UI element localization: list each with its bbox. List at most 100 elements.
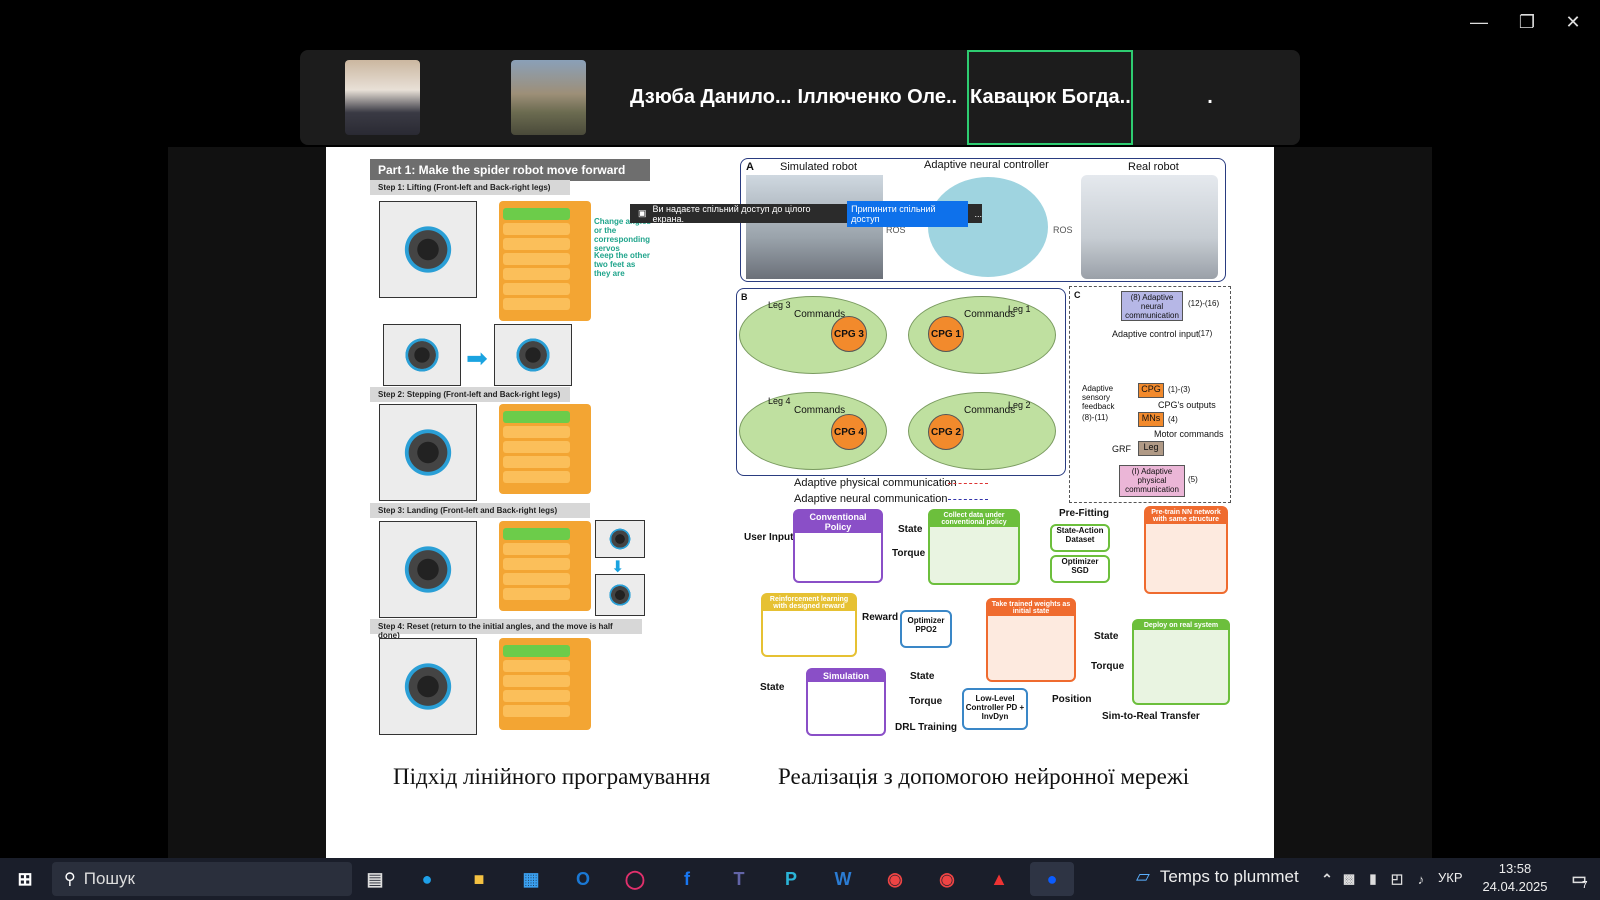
thermometer-icon: ▱ bbox=[1136, 866, 1150, 886]
restore-button[interactable]: ❐ bbox=[1518, 11, 1536, 32]
teams-icon[interactable]: T bbox=[733, 868, 745, 889]
cpg-box: CPG bbox=[1138, 383, 1164, 398]
cpg3-node: CPG 3 bbox=[831, 316, 867, 352]
torque-label: Torque bbox=[892, 548, 926, 559]
cpg-outputs-label: CPG's outputs bbox=[1158, 400, 1216, 410]
stop-sharing-button[interactable]: Припинити спільний доступ bbox=[847, 200, 969, 227]
weather-text: Temps to plummet bbox=[1159, 866, 1299, 886]
controller-label: Adaptive neural controller bbox=[924, 159, 1049, 171]
participant-tile-3[interactable]: Дзюба Данило... bbox=[630, 50, 790, 145]
search-box[interactable]: ⚲ Пошук bbox=[52, 862, 352, 896]
mns-box: MNs bbox=[1138, 412, 1164, 427]
weather-widget[interactable]: ▱ Temps to plummet bbox=[1136, 866, 1299, 887]
p-app-icon[interactable]: P bbox=[784, 868, 797, 889]
cpg2-node: CPG 2 bbox=[928, 414, 964, 450]
caption-right: Реалізація з допомогою нейронної мережі bbox=[778, 764, 1190, 789]
note-keep: Keep the other two feet as they are bbox=[594, 251, 651, 278]
state-label: State bbox=[760, 682, 785, 693]
cpg1-node: CPG 1 bbox=[928, 316, 964, 352]
participant-tile-4[interactable]: Іллюченко Оле... bbox=[795, 50, 960, 145]
panel-a-label: A bbox=[746, 161, 754, 173]
toast-more-button[interactable]: ... bbox=[974, 208, 982, 219]
presentation-slide: Part 1: Make the spider robot move forwa… bbox=[326, 147, 1274, 858]
real-robot-label: Real robot bbox=[1128, 161, 1179, 173]
collect-data-box: Collect data under conventional policy bbox=[928, 509, 1020, 585]
edge-icon[interactable]: ● bbox=[421, 868, 433, 889]
low-level-controller: Low-Level Controller PD + InvDyn bbox=[962, 688, 1028, 730]
sim-to-real-label: Sim-to-Real Transfer bbox=[1102, 711, 1200, 722]
commands-label: Commands bbox=[964, 405, 1016, 416]
participant-tile-6[interactable]: . bbox=[1140, 50, 1280, 145]
file-explorer-icon[interactable]: ■ bbox=[473, 868, 485, 889]
robot-image bbox=[379, 521, 477, 618]
robot-image bbox=[379, 638, 477, 735]
chrome-icon[interactable]: ◉ bbox=[887, 868, 903, 889]
code-block-step4 bbox=[499, 638, 591, 730]
user-input-label: User Input bbox=[744, 532, 794, 543]
ms-store-icon[interactable]: ▦ bbox=[522, 868, 540, 889]
conventional-policy-box: Conventional Policy bbox=[793, 509, 883, 583]
wifi-icon[interactable]: ◰ bbox=[1390, 871, 1404, 886]
clock[interactable]: 13:58 24.04.2025 bbox=[1475, 860, 1555, 896]
eq-ref: (8)-(11) bbox=[1082, 413, 1109, 422]
panel-c bbox=[1069, 286, 1231, 503]
robot-image bbox=[379, 201, 477, 298]
position-label: Position bbox=[1052, 694, 1092, 705]
legend-neural: Adaptive neural communication bbox=[794, 493, 948, 505]
participant-tile-2[interactable] bbox=[506, 50, 591, 145]
task-view-icon[interactable]: ▤ bbox=[366, 868, 384, 889]
legend-neural-line bbox=[948, 499, 988, 500]
leg-image-land bbox=[595, 574, 645, 616]
panel-b-label: B bbox=[741, 292, 748, 302]
conventional-policy-title: Conventional Policy bbox=[795, 511, 881, 533]
commands-label: Commands bbox=[964, 309, 1016, 320]
notification-count: 7 bbox=[1582, 880, 1588, 891]
search-placeholder: Пошук bbox=[83, 869, 135, 888]
participant-name: Кавацюк Богда... bbox=[970, 86, 1130, 108]
notifications-icon[interactable]: ▭ bbox=[1571, 871, 1587, 888]
participant-name: Дзюба Данило... bbox=[630, 86, 790, 108]
deploy-title: Deploy on real system bbox=[1134, 621, 1228, 630]
code-block-step1 bbox=[499, 201, 591, 321]
panel-c-label: C bbox=[1074, 290, 1081, 300]
chevron-up-icon[interactable]: ⌃ bbox=[1321, 870, 1333, 887]
chrome-profile-icon[interactable]: ◉ bbox=[939, 868, 955, 889]
zoom-icon[interactable]: ● bbox=[1030, 862, 1074, 896]
sim-robot-label: Simulated robot bbox=[780, 161, 858, 173]
close-button[interactable]: ✕ bbox=[1565, 11, 1581, 32]
pretrain-title: Pre-train NN network with same structure bbox=[1146, 508, 1226, 524]
step1-header: Step 1: Lifting (Front-left and Back-rig… bbox=[370, 180, 570, 195]
take-weights-box: Take trained weights as initial state bbox=[986, 598, 1076, 682]
outlook-icon[interactable]: O bbox=[575, 868, 590, 889]
facebook-icon[interactable]: f bbox=[684, 868, 690, 889]
simulation-box: Simulation bbox=[806, 668, 886, 736]
drl-training-label: DRL Training bbox=[895, 722, 958, 733]
instagram-icon[interactable]: ◯ bbox=[624, 868, 646, 889]
cpg4-node: CPG 4 bbox=[831, 414, 867, 450]
windows-start-icon[interactable]: ⊞ bbox=[17, 868, 33, 889]
optimizer-ppo2: Optimizer PPO2 bbox=[900, 610, 952, 648]
leg1-label: Leg 1 bbox=[1008, 304, 1031, 314]
legend-physical: Adaptive physical communication bbox=[794, 477, 957, 489]
share-icon: ▣ bbox=[638, 208, 647, 218]
volume-icon[interactable]: ♪ bbox=[1417, 871, 1425, 887]
participant-tile-1[interactable] bbox=[340, 50, 425, 145]
language-indicator[interactable]: УКР bbox=[1438, 870, 1463, 885]
arrow-right-icon: ➡ bbox=[466, 343, 488, 373]
battery-icon[interactable]: ▮ bbox=[1369, 871, 1377, 886]
pdf-icon[interactable]: ▲ bbox=[990, 868, 1008, 889]
leg3-label: Leg 3 bbox=[768, 300, 791, 310]
state-action-dataset: State-Action Dataset bbox=[1050, 524, 1110, 552]
sensory-feedback-label: Adaptive sensory feedback bbox=[1082, 384, 1115, 411]
legend-physical-line bbox=[948, 483, 988, 484]
toast-text: Ви надаєте спільний доступ до цілого екр… bbox=[652, 203, 811, 224]
participants-strip: Дзюба Данило... Іллюченко Оле... Кавацюк… bbox=[300, 50, 1300, 145]
panel-b bbox=[736, 288, 1066, 476]
word-icon[interactable]: W bbox=[834, 868, 852, 889]
minimize-button[interactable]: — bbox=[1470, 11, 1488, 32]
participant-tile-5-active[interactable]: Кавацюк Богда... bbox=[967, 50, 1133, 145]
participant-video-2 bbox=[511, 60, 586, 135]
torque-label: Torque bbox=[909, 696, 943, 707]
network-alert-icon[interactable]: ▩ bbox=[1342, 871, 1356, 886]
taskbar: ⊞ ⚲ Пошук ▤ ● ■ ▦ O ◯ f T P W ◉ ◉ ▲ ● ▱ … bbox=[0, 858, 1600, 900]
